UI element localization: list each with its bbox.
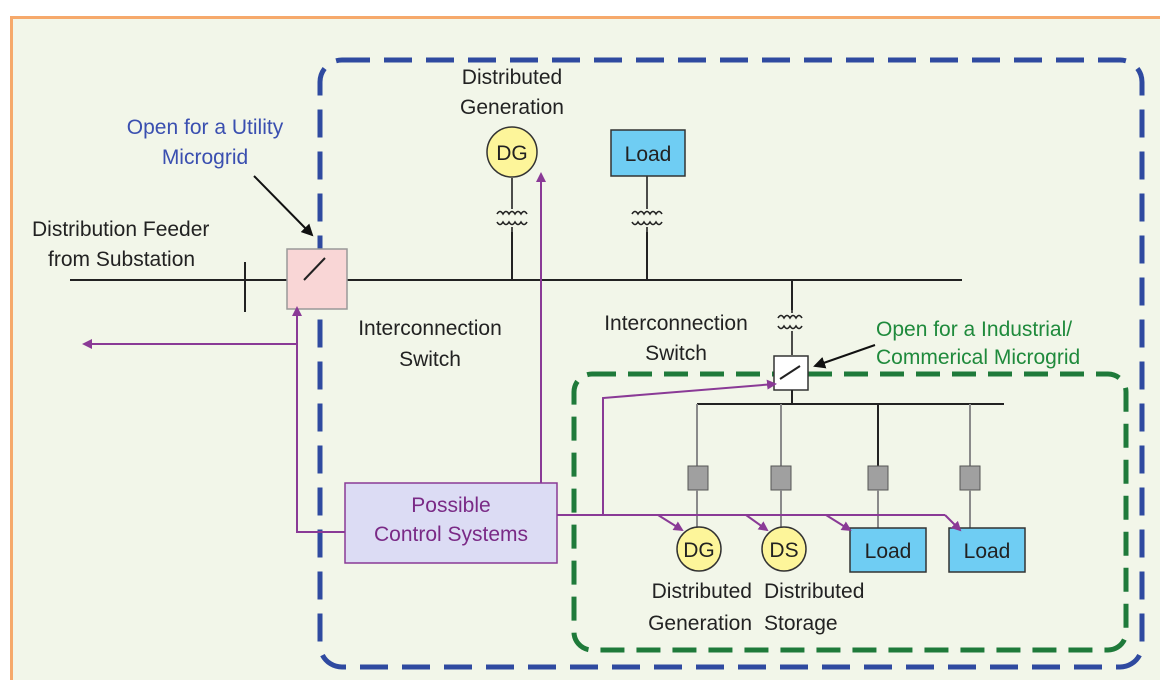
load-bottom-box-2: [948, 527, 1026, 573]
interconnection-switch-utility: [286, 248, 348, 310]
interconnection-right-label-1: Interconnection: [604, 312, 748, 335]
dg-top-symbol: [486, 126, 538, 178]
ds-bottom-symbol: [761, 526, 807, 572]
control-line-to-dg-bottom: [657, 514, 684, 532]
control-label-2: Control Systems: [374, 523, 528, 546]
breaker-dg: [687, 465, 709, 491]
utility-open-label-1: Open for a Utility: [127, 116, 284, 139]
transformer-icon: [631, 176, 663, 232]
dg-bottom-label-2: Generation: [648, 612, 752, 635]
control-systems-box: [344, 482, 558, 564]
load-bottom-text-2: Load: [964, 540, 1011, 563]
ds-bottom-symbol-text: DS: [769, 539, 798, 562]
switch-blade-utility: [303, 257, 326, 281]
dg-top-symbol-text: DG: [496, 142, 528, 165]
load-top-box: [610, 129, 686, 177]
switch-blade-industrial: [779, 365, 801, 380]
utility-open-arrow: [253, 175, 314, 237]
utility-microgrid-boundary: [317, 57, 1145, 670]
industrial-open-label-1: Open for a Industrial/: [876, 318, 1072, 341]
breaker-load2: [959, 465, 981, 491]
dg-bottom-label-1: Distributed: [652, 580, 752, 603]
transformer-icon: [496, 178, 528, 232]
breaker-ds: [770, 465, 792, 491]
load-bottom-box-1: [849, 527, 927, 573]
dg-bottom-symbol: [676, 526, 722, 572]
feeder-label-1: Distribution Feeder: [32, 218, 209, 241]
industrial-open-label-2: Commerical Microgrid: [876, 346, 1080, 369]
load-bottom-text-1: Load: [865, 540, 912, 563]
interconnection-left-label-1: Interconnection: [358, 317, 502, 340]
dg-top-label-2: Generation: [460, 96, 564, 119]
control-line-to-switch1: [292, 306, 345, 533]
dg-top-label-1: Distributed: [462, 66, 562, 89]
transformer-icon: [777, 310, 803, 355]
industrial-microgrid-boundary: [571, 371, 1129, 653]
control-line-to-switch2: [602, 379, 777, 515]
interconnection-right-label-2: Switch: [645, 342, 707, 365]
control-line-to-load2: [944, 514, 962, 532]
dg-bottom-symbol-text: DG: [683, 539, 715, 562]
interconnection-left-label-2: Switch: [399, 348, 461, 371]
control-label-1: Possible: [411, 494, 490, 517]
feeder-label-2: from Substation: [48, 248, 195, 271]
control-line-to-load1: [825, 514, 852, 532]
industrial-open-arrow: [813, 344, 876, 369]
load-top-text: Load: [625, 143, 672, 166]
ds-bottom-label-1: Distributed: [764, 580, 864, 603]
utility-open-label-2: Microgrid: [162, 146, 248, 169]
breaker-load1: [867, 465, 889, 491]
ds-bottom-label-2: Storage: [764, 612, 838, 635]
control-line-to-ds-bottom: [745, 514, 769, 532]
